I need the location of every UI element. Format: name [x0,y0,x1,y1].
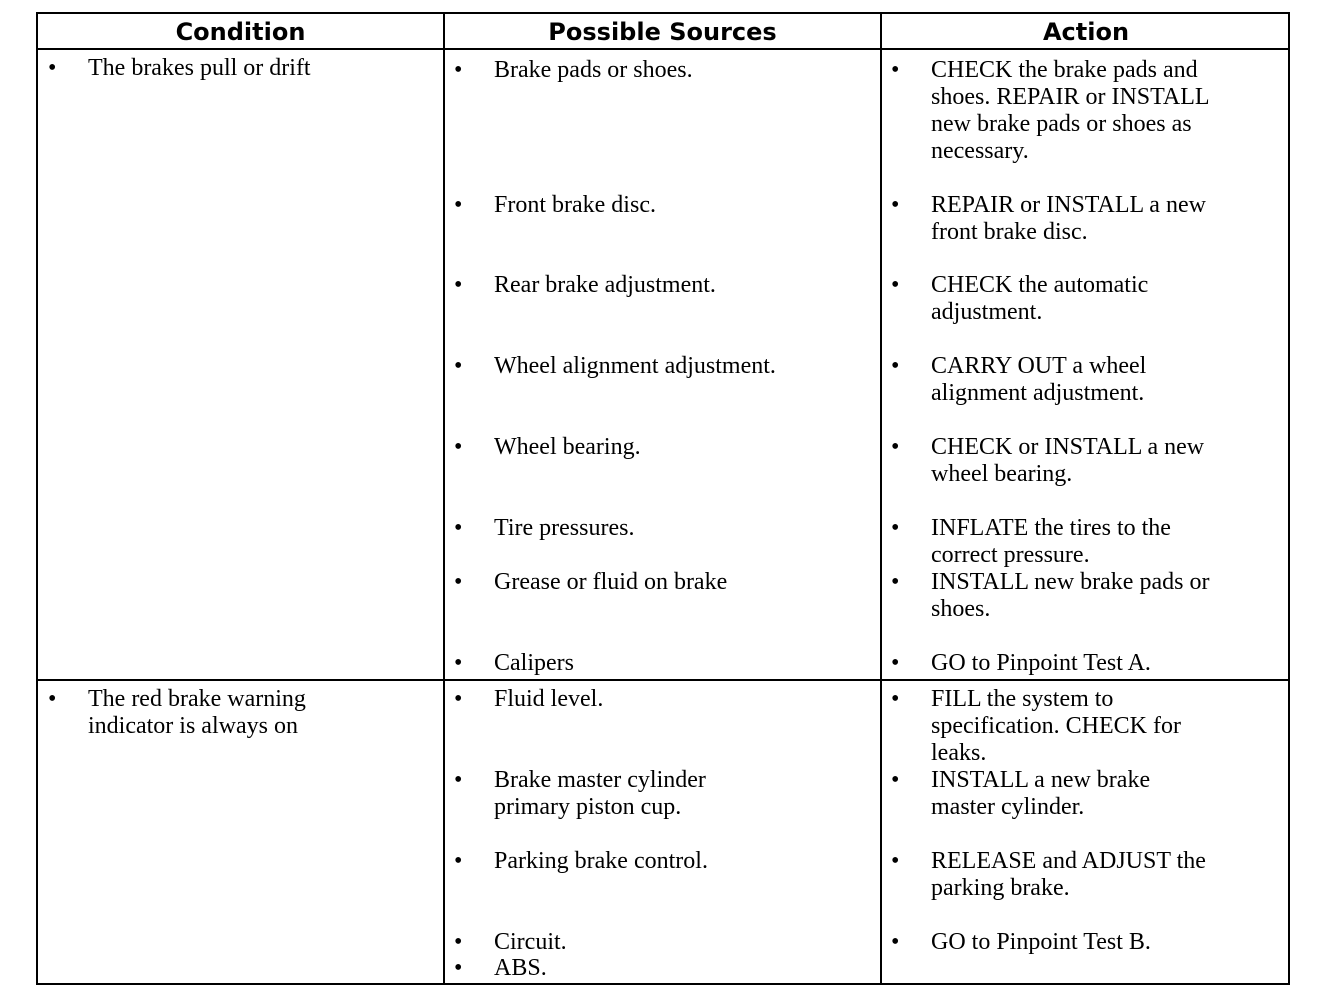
action-item-text: parking brake. [931,875,1070,901]
action-item-text: specification. CHECK for [931,713,1181,739]
action-item-text: CHECK the automatic [931,272,1149,298]
bullet-icon: • [454,434,463,460]
bullet-icon: • [891,650,900,676]
bullet-icon: • [891,57,900,83]
row-divider [38,679,1288,681]
action-item-text: correct pressure. [931,542,1090,568]
bullet-icon: • [454,192,463,218]
action-item-text: RELEASE and ADJUST the [931,848,1206,874]
condition-cell-text: The red brake warning [88,686,306,712]
action-item-text: GO to Pinpoint Test A. [931,650,1151,676]
bullet-icon: • [454,767,463,793]
source-item-text: Front brake disc. [494,192,656,218]
action-item-text: new brake pads or shoes as [931,111,1192,137]
action-item-text: INSTALL new brake pads or [931,569,1210,595]
bullet-icon: • [891,192,900,218]
action-item-text: shoes. REPAIR or INSTALL [931,84,1210,110]
bullet-icon: • [891,434,900,460]
bullet-icon: • [454,848,463,874]
bullet-icon: • [891,353,900,379]
column-divider [880,14,882,983]
bullet-icon: • [891,767,900,793]
source-item-text: Circuit. [494,929,567,955]
condition-cell-text: indicator is always on [88,713,298,739]
source-item-text: ABS. [494,955,547,981]
bullet-icon: • [454,650,463,676]
bullet-icon: • [454,686,463,712]
bullet-icon: • [891,929,900,955]
header-possible-sources: Possible Sources [548,17,777,46]
source-item-text: Rear brake adjustment. [494,272,716,298]
action-item-text: REPAIR or INSTALL a new [931,192,1206,218]
action-item-text: front brake disc. [931,219,1088,245]
source-item-text: Wheel bearing. [494,434,641,460]
header-action: Action [1042,17,1130,46]
action-item-text: INFLATE the tires to the [931,515,1171,541]
bullet-icon: • [48,55,57,81]
header-divider [38,48,1288,50]
source-item-text: Tire pressures. [494,515,635,541]
bullet-icon: • [891,272,900,298]
bullet-icon: • [48,686,57,712]
bullet-icon: • [454,272,463,298]
action-item-text: INSTALL a new brake [931,767,1151,793]
bullet-icon: • [454,569,463,595]
action-item-text: CARRY OUT a wheel [931,353,1147,379]
action-item-text: shoes. [931,596,991,622]
troubleshooting-table: Condition Possible Sources Action • The b… [36,12,1290,985]
action-item-text: FILL the system to [931,686,1114,712]
action-item-text: alignment adjustment. [931,380,1145,406]
action-item-text: GO to Pinpoint Test B. [931,929,1151,955]
source-item-text: Fluid level. [494,686,604,712]
source-item-text: Parking brake control. [494,848,708,874]
bullet-icon: • [891,569,900,595]
source-item-text: Calipers [494,650,574,676]
bullet-icon: • [891,686,900,712]
source-item-text: Grease or fluid on brake [494,569,728,595]
action-item-text: CHECK or INSTALL a new [931,434,1205,460]
bullet-icon: • [454,929,463,955]
condition-cell-text: The brakes pull or drift [88,55,311,81]
bullet-icon: • [891,515,900,541]
action-item-text: leaks. [931,740,987,766]
action-item-text: wheel bearing. [931,461,1073,487]
column-divider [443,14,445,983]
bullet-icon: • [454,353,463,379]
action-item-text: CHECK the brake pads and [931,57,1198,83]
source-item-text: Wheel alignment adjustment. [494,353,776,379]
action-item-text: necessary. [931,138,1029,164]
bullet-icon: • [891,848,900,874]
bullet-icon: • [454,515,463,541]
bullet-icon: • [454,955,463,981]
source-item-text: primary piston cup. [494,794,682,820]
action-item-text: master cylinder. [931,794,1085,820]
header-condition: Condition [175,17,306,46]
action-item-text: adjustment. [931,299,1043,325]
source-item-text: Brake master cylinder [494,767,706,793]
source-item-text: Brake pads or shoes. [494,57,693,83]
bullet-icon: • [454,57,463,83]
